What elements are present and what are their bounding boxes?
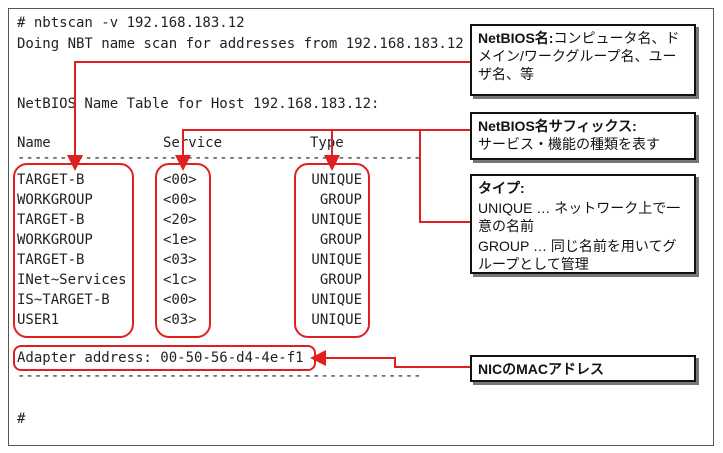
separator-line-bottom: ----------------------------------------… bbox=[17, 368, 422, 384]
type-column: UNIQUE GROUP UNIQUE GROUP UNIQUE GROUP U… bbox=[300, 170, 362, 330]
adapter-address-line: Adapter address: 00-50-56-d4-4e-f1 bbox=[17, 350, 304, 366]
table-cell-name: TARGET-B bbox=[17, 172, 85, 188]
table-cell-service: <1e> bbox=[163, 232, 197, 248]
callout-type-unique: UNIQUE … ネットワーク上で一意の名前 bbox=[478, 200, 681, 234]
table-cell-type: UNIQUE bbox=[311, 172, 362, 188]
callout-netbios-name: NetBIOS名:コンピュータ名、ドメイン/ワークグループ名、ユーザ名、等 bbox=[470, 24, 696, 96]
table-cell-service: <1c> bbox=[163, 272, 197, 288]
callout-mac-title: NICのMACアドレス bbox=[478, 361, 604, 377]
table-cell-type: GROUP bbox=[319, 192, 362, 208]
name-column-highlight bbox=[13, 163, 134, 338]
service-column-highlight bbox=[155, 163, 211, 338]
table-cell-service: <03> bbox=[163, 252, 197, 268]
table-cell-type: UNIQUE bbox=[311, 312, 362, 328]
command-line: # nbtscan -v 192.168.183.12 bbox=[17, 15, 245, 31]
table-cell-service: <00> bbox=[163, 292, 197, 308]
name-column: TARGET-B WORKGROUP TARGET-B WORKGROUP TA… bbox=[17, 170, 127, 330]
callout-netbios-name-title: NetBIOS名: bbox=[478, 30, 554, 46]
callout-type-title: タイプ: bbox=[478, 180, 525, 196]
table-cell-type: GROUP bbox=[319, 272, 362, 288]
adapter-address-highlight bbox=[13, 345, 316, 371]
callout-suffix-title: NetBIOS名サフィックス: bbox=[478, 118, 637, 134]
callout-mac: NICのMACアドレス bbox=[470, 355, 696, 382]
service-column: <00> <00> <20> <1e> <03> <1c> <00> <03> bbox=[163, 170, 197, 330]
table-cell-name: WORKGROUP bbox=[17, 232, 93, 248]
type-column-highlight bbox=[294, 163, 370, 338]
table-cell-name: TARGET-B bbox=[17, 212, 85, 228]
callout-type: タイプ: UNIQUE … ネットワーク上で一意の名前 GROUP … 同じ名前… bbox=[470, 174, 696, 274]
callout-suffix-text: サービス・機能の種類を表す bbox=[478, 136, 660, 152]
table-cell-type: UNIQUE bbox=[311, 212, 362, 228]
table-cell-type: GROUP bbox=[319, 232, 362, 248]
table-cell-type: UNIQUE bbox=[311, 252, 362, 268]
table-cell-name: TARGET-B bbox=[17, 252, 85, 268]
callout-type-group: GROUP … 同じ名前を用いてグループとして管理 bbox=[478, 238, 677, 272]
table-title: NetBIOS Name Table for Host 192.168.183.… bbox=[17, 96, 380, 112]
table-cell-name: IS~TARGET-B bbox=[17, 292, 110, 308]
callout-suffix: NetBIOS名サフィックス: サービス・機能の種類を表す bbox=[470, 112, 696, 160]
table-cell-name: INet~Services bbox=[17, 272, 127, 288]
shell-prompt: # bbox=[17, 411, 26, 427]
table-cell-service: <20> bbox=[163, 212, 197, 228]
table-cell-type: UNIQUE bbox=[311, 292, 362, 308]
table-cell-name: WORKGROUP bbox=[17, 192, 93, 208]
table-cell-name: USER1 bbox=[17, 312, 60, 328]
table-cell-service: <00> bbox=[163, 192, 197, 208]
callout-netbios-name-text: コンピュータ名、ドメイン/ワークグループ名、ユーザ名、等 bbox=[478, 30, 680, 82]
scan-status-line: Doing NBT name scan for addresses from 1… bbox=[17, 36, 464, 52]
header-name: Name bbox=[17, 135, 51, 151]
table-cell-service: <00> bbox=[163, 172, 197, 188]
table-cell-service: <03> bbox=[163, 312, 197, 328]
